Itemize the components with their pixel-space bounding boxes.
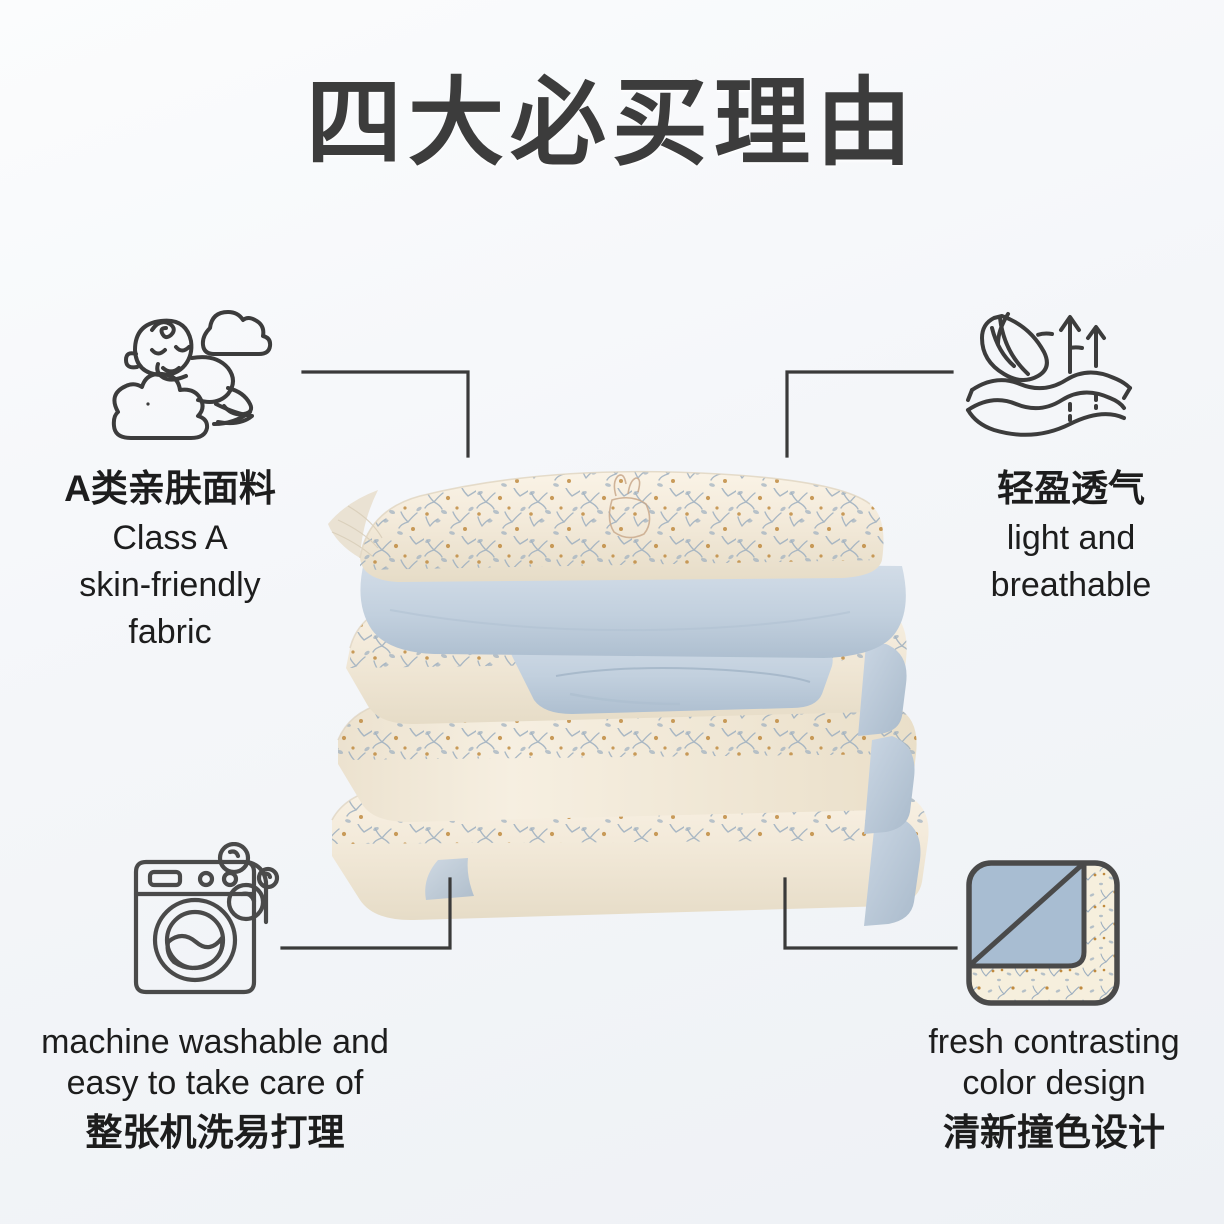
feature-en-line-2: skin-friendly — [79, 566, 261, 605]
feature-text-machine-washable: machine washable and easy to take care o… — [0, 1022, 430, 1156]
washing-machine-icon — [118, 841, 288, 1002]
connector-top-right — [785, 370, 954, 458]
connector-bottom-right — [783, 877, 958, 950]
feature-en-line-1: fresh contrasting — [928, 1023, 1180, 1061]
product-image — [320, 440, 940, 940]
feature-en-line-3: fabric — [128, 612, 212, 651]
connector-top-left — [301, 370, 470, 458]
quilt-stack-illustration — [328, 470, 929, 926]
feature-cn-label: 轻盈透气 — [997, 468, 1145, 509]
feature-cn-label: A类亲肤面料 — [64, 468, 276, 509]
feature-en-line-1: Class A — [112, 519, 228, 558]
page-title: 四大必买理由 — [306, 70, 918, 177]
feature-cn-label: 清新撞色设计 — [943, 1111, 1165, 1153]
feature-text-contrasting-color: fresh contrasting color design 清新撞色设计 — [884, 1022, 1224, 1156]
connector-bottom-left — [280, 877, 452, 950]
feature-en-line-1: light and — [1006, 519, 1136, 558]
feature-en-line-2: color design — [962, 1063, 1146, 1102]
feature-en-line-2: easy to take care of — [66, 1063, 364, 1102]
baby-on-cloud-icon — [100, 292, 280, 447]
feature-cn-label: 整张机洗易打理 — [85, 1111, 345, 1153]
two-tone-fabric-swatch-icon — [962, 856, 1127, 1016]
feature-text-breathable: 轻盈透气 light and breathable — [926, 466, 1216, 606]
feather-fabric-airflow-icon — [962, 298, 1137, 443]
feature-en-line-2: breathable — [990, 566, 1152, 605]
feature-text-skin-friendly: A类亲肤面料 Class A skin-friendly fabric — [0, 466, 340, 653]
swatch-svg — [966, 860, 1120, 1006]
feature-en-line-1: machine washable and — [41, 1023, 389, 1061]
